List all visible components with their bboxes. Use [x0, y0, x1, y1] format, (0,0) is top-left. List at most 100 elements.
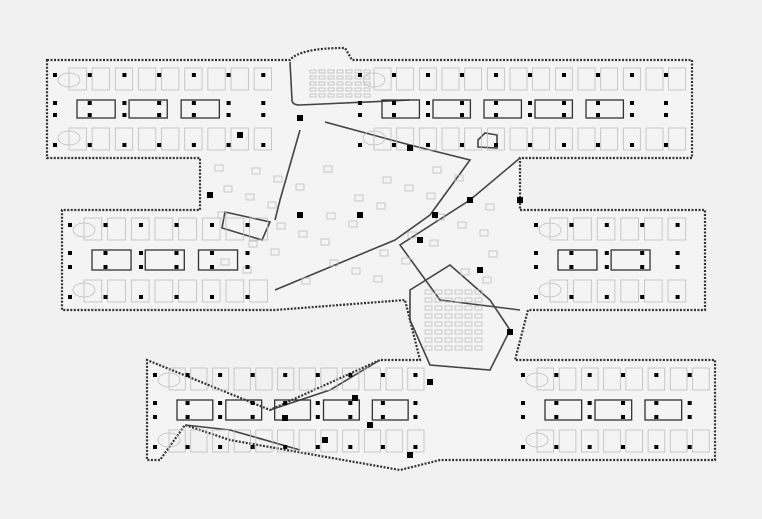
desk [396, 127, 415, 151]
room [544, 399, 583, 421]
column [675, 223, 680, 227]
column [218, 373, 223, 377]
column [283, 445, 288, 449]
auditorium-seat [336, 81, 344, 86]
column [630, 101, 634, 105]
column [210, 295, 214, 299]
column [174, 223, 179, 227]
desk [625, 367, 643, 391]
column [562, 101, 566, 105]
column [68, 295, 72, 299]
desk [596, 217, 616, 241]
auditorium-seat [454, 297, 463, 303]
column [630, 143, 634, 147]
desk [385, 367, 403, 391]
column [587, 445, 592, 449]
desk [577, 67, 596, 91]
auditorium-seat [345, 81, 353, 86]
lounge-furniture [214, 164, 224, 172]
auditorium-seat [309, 87, 317, 92]
column [413, 445, 418, 449]
column [528, 101, 532, 105]
auditorium-seat [345, 69, 353, 74]
column [467, 197, 473, 203]
column [426, 143, 430, 147]
desk [225, 217, 245, 241]
column [427, 379, 433, 385]
auditorium-seat [309, 69, 317, 74]
desk [441, 127, 460, 151]
column [392, 101, 396, 105]
column [687, 415, 692, 419]
auditorium-seat [318, 75, 326, 80]
column [358, 143, 362, 147]
auditorium-seat [464, 297, 473, 303]
desk [184, 127, 203, 151]
desk [647, 429, 666, 453]
desk [667, 217, 687, 241]
auditorium-seat [434, 313, 443, 319]
column [654, 373, 659, 377]
column [157, 101, 162, 105]
meeting-table [525, 372, 549, 388]
columns [53, 73, 692, 458]
lounge-furniture [223, 185, 233, 193]
desk [581, 429, 599, 453]
column [103, 223, 108, 227]
desk [486, 67, 505, 91]
desk [168, 429, 186, 453]
auditorium-seat [363, 93, 371, 98]
desk [83, 217, 103, 241]
lounge-furniture [248, 240, 258, 248]
room [594, 399, 633, 421]
auditorium-seat [454, 305, 463, 311]
auditorium-seat [444, 297, 453, 303]
column [103, 251, 108, 255]
room [180, 99, 220, 119]
top-wing-outline [45, 46, 717, 472]
column [687, 373, 692, 377]
room [76, 99, 116, 119]
column [407, 452, 413, 458]
column [687, 445, 692, 449]
column [621, 415, 625, 419]
desk [68, 127, 87, 151]
desk [441, 67, 460, 91]
auditorium-seat [464, 289, 473, 295]
desk [201, 217, 221, 241]
desk [207, 127, 226, 151]
column [185, 445, 190, 449]
lounge-furniture [217, 211, 227, 219]
column [664, 73, 668, 77]
auditorium-seat [444, 321, 453, 327]
desk [573, 217, 592, 241]
desk [168, 367, 186, 391]
desk [532, 67, 551, 91]
auditorium-seat [424, 329, 433, 335]
desk [178, 279, 197, 303]
auditorium-seat [464, 313, 473, 319]
column [218, 401, 223, 405]
column [392, 73, 396, 77]
desk [668, 67, 687, 91]
desk [645, 127, 664, 151]
column [297, 212, 303, 218]
column [218, 445, 223, 449]
desk [596, 279, 616, 303]
desk [342, 367, 360, 391]
meeting-table [157, 372, 181, 388]
column [68, 251, 72, 255]
column [226, 143, 231, 147]
desk [114, 127, 134, 151]
column [348, 373, 353, 377]
column [562, 73, 566, 77]
lounge-furniture [485, 203, 495, 211]
desk [549, 217, 569, 241]
column [261, 143, 266, 147]
diagonal-wall [398, 157, 521, 311]
column [521, 401, 525, 405]
room [483, 99, 523, 119]
lounge-furniture [245, 193, 255, 201]
meeting-table [57, 72, 81, 88]
desk [532, 127, 551, 151]
